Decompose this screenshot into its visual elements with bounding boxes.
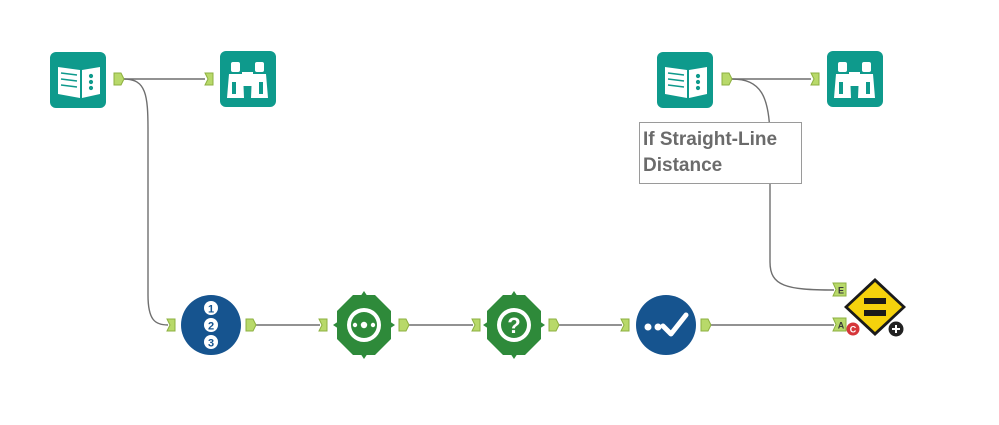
input-anchor[interactable] — [166, 318, 176, 332]
browse-tool-left[interactable] — [204, 51, 276, 107]
output-anchor[interactable] — [548, 318, 560, 332]
binoculars-browse-icon — [827, 51, 883, 107]
browse-tool-right[interactable] — [810, 51, 883, 107]
comment-text: If Straight-Line Distance — [643, 129, 778, 176]
error-badge-letter: C — [850, 325, 857, 335]
svg-text:3: 3 — [208, 338, 214, 350]
actual-input-anchor[interactable]: A — [832, 317, 847, 332]
book-input-icon — [50, 52, 106, 108]
connection-input-right-to-test — [731, 78, 835, 291]
input-anchor[interactable] — [204, 72, 214, 86]
check-select-icon — [636, 295, 696, 355]
actual-anchor-letter: A — [838, 321, 845, 331]
input-data-tool-right[interactable] — [657, 52, 733, 108]
select-tool[interactable] — [620, 295, 712, 355]
spatial-tool-2[interactable]: ? — [471, 291, 560, 359]
output-anchor[interactable] — [398, 318, 410, 332]
error-badge: C — [846, 322, 860, 336]
input-anchor[interactable] — [810, 72, 820, 86]
svg-text:?: ? — [507, 313, 520, 338]
expected-input-anchor[interactable]: E — [832, 282, 847, 297]
output-anchor[interactable] — [721, 72, 733, 86]
binoculars-browse-icon — [220, 51, 276, 107]
add-output-icon[interactable] — [888, 321, 904, 337]
output-anchor[interactable] — [245, 318, 257, 332]
spatial-question-icon: ? — [483, 291, 545, 359]
book-input-icon — [657, 52, 713, 108]
equals-test-icon — [844, 278, 906, 336]
connection-input-left-to-record-id — [123, 78, 169, 326]
input-anchor[interactable] — [318, 318, 328, 332]
svg-text:2: 2 — [208, 321, 214, 333]
numbered-list-record-id-icon: 1 2 3 — [181, 295, 241, 355]
input-data-tool-left[interactable] — [50, 52, 125, 108]
output-anchor[interactable] — [700, 318, 712, 332]
input-anchor[interactable] — [471, 318, 481, 332]
test-tool[interactable]: E A C — [832, 278, 906, 337]
svg-text:1: 1 — [208, 304, 214, 316]
spatial-octagon-icon — [333, 291, 395, 359]
input-anchor[interactable] — [620, 318, 630, 332]
comment-tool[interactable]: If Straight-Line Distance — [639, 122, 802, 184]
record-id-tool[interactable]: 1 2 3 — [166, 295, 257, 355]
output-anchor[interactable] — [113, 72, 125, 86]
expected-anchor-letter: E — [838, 286, 844, 296]
spatial-tool-1[interactable] — [318, 291, 410, 359]
